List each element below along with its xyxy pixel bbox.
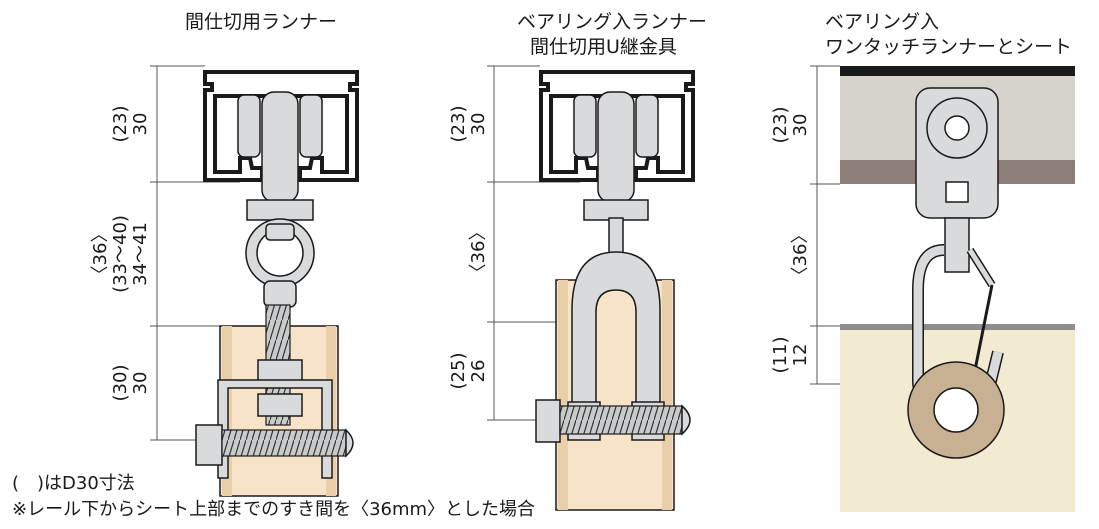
dim-d2-low-a: (25) xyxy=(448,353,469,390)
dim-d2-low-b: 26 xyxy=(468,360,489,383)
dim-d1-mid-c: 34～41 xyxy=(130,222,151,286)
diagram-2-runner xyxy=(487,65,695,511)
dim-d1-low-a: (30) xyxy=(110,365,131,402)
note-d30: ( )はD30寸法 xyxy=(12,473,135,494)
dim-d3-low-a: (11) xyxy=(770,337,791,374)
diagram-3-runner xyxy=(810,65,1075,512)
dim-d1-low-b: 30 xyxy=(130,372,151,395)
dim-d3-rail-b: 30 xyxy=(790,114,811,137)
dim-d3-rail-a: (23) xyxy=(770,107,791,144)
note-gap: ※レール下からシート上部までのすき間を〈36mm〉とした場合 xyxy=(12,499,536,520)
dim-d2-rail-b: 30 xyxy=(468,113,489,136)
dim-d3-mid-a: 〈36〉 xyxy=(790,226,811,285)
dim-d1-rail-a: (23) xyxy=(110,106,131,143)
dim-d1-mid-b: (33～40) xyxy=(110,215,131,293)
dim-d2-rail-a: (23) xyxy=(448,106,469,143)
diagram-3-title-line2: ワンタッチランナーとシート xyxy=(825,36,1073,58)
diagram-2-title-line2: 間仕切用U継金具 xyxy=(530,36,677,58)
dim-d1-rail-b: 30 xyxy=(130,113,151,136)
diagram-1-runner xyxy=(150,65,359,497)
diagram-3-title-line1: ベアリング入 xyxy=(825,11,940,33)
diagram-1-title: 間仕切用ランナー xyxy=(185,11,338,33)
dim-d1-mid-a: 〈36〉 xyxy=(90,225,111,284)
diagram-2-title-line1: ベアリング入ランナー xyxy=(517,11,708,33)
dim-d2-mid-a: 〈36〉 xyxy=(468,223,489,282)
dim-d3-low-b: 12 xyxy=(790,344,811,367)
ceiling-rail xyxy=(840,66,1075,76)
